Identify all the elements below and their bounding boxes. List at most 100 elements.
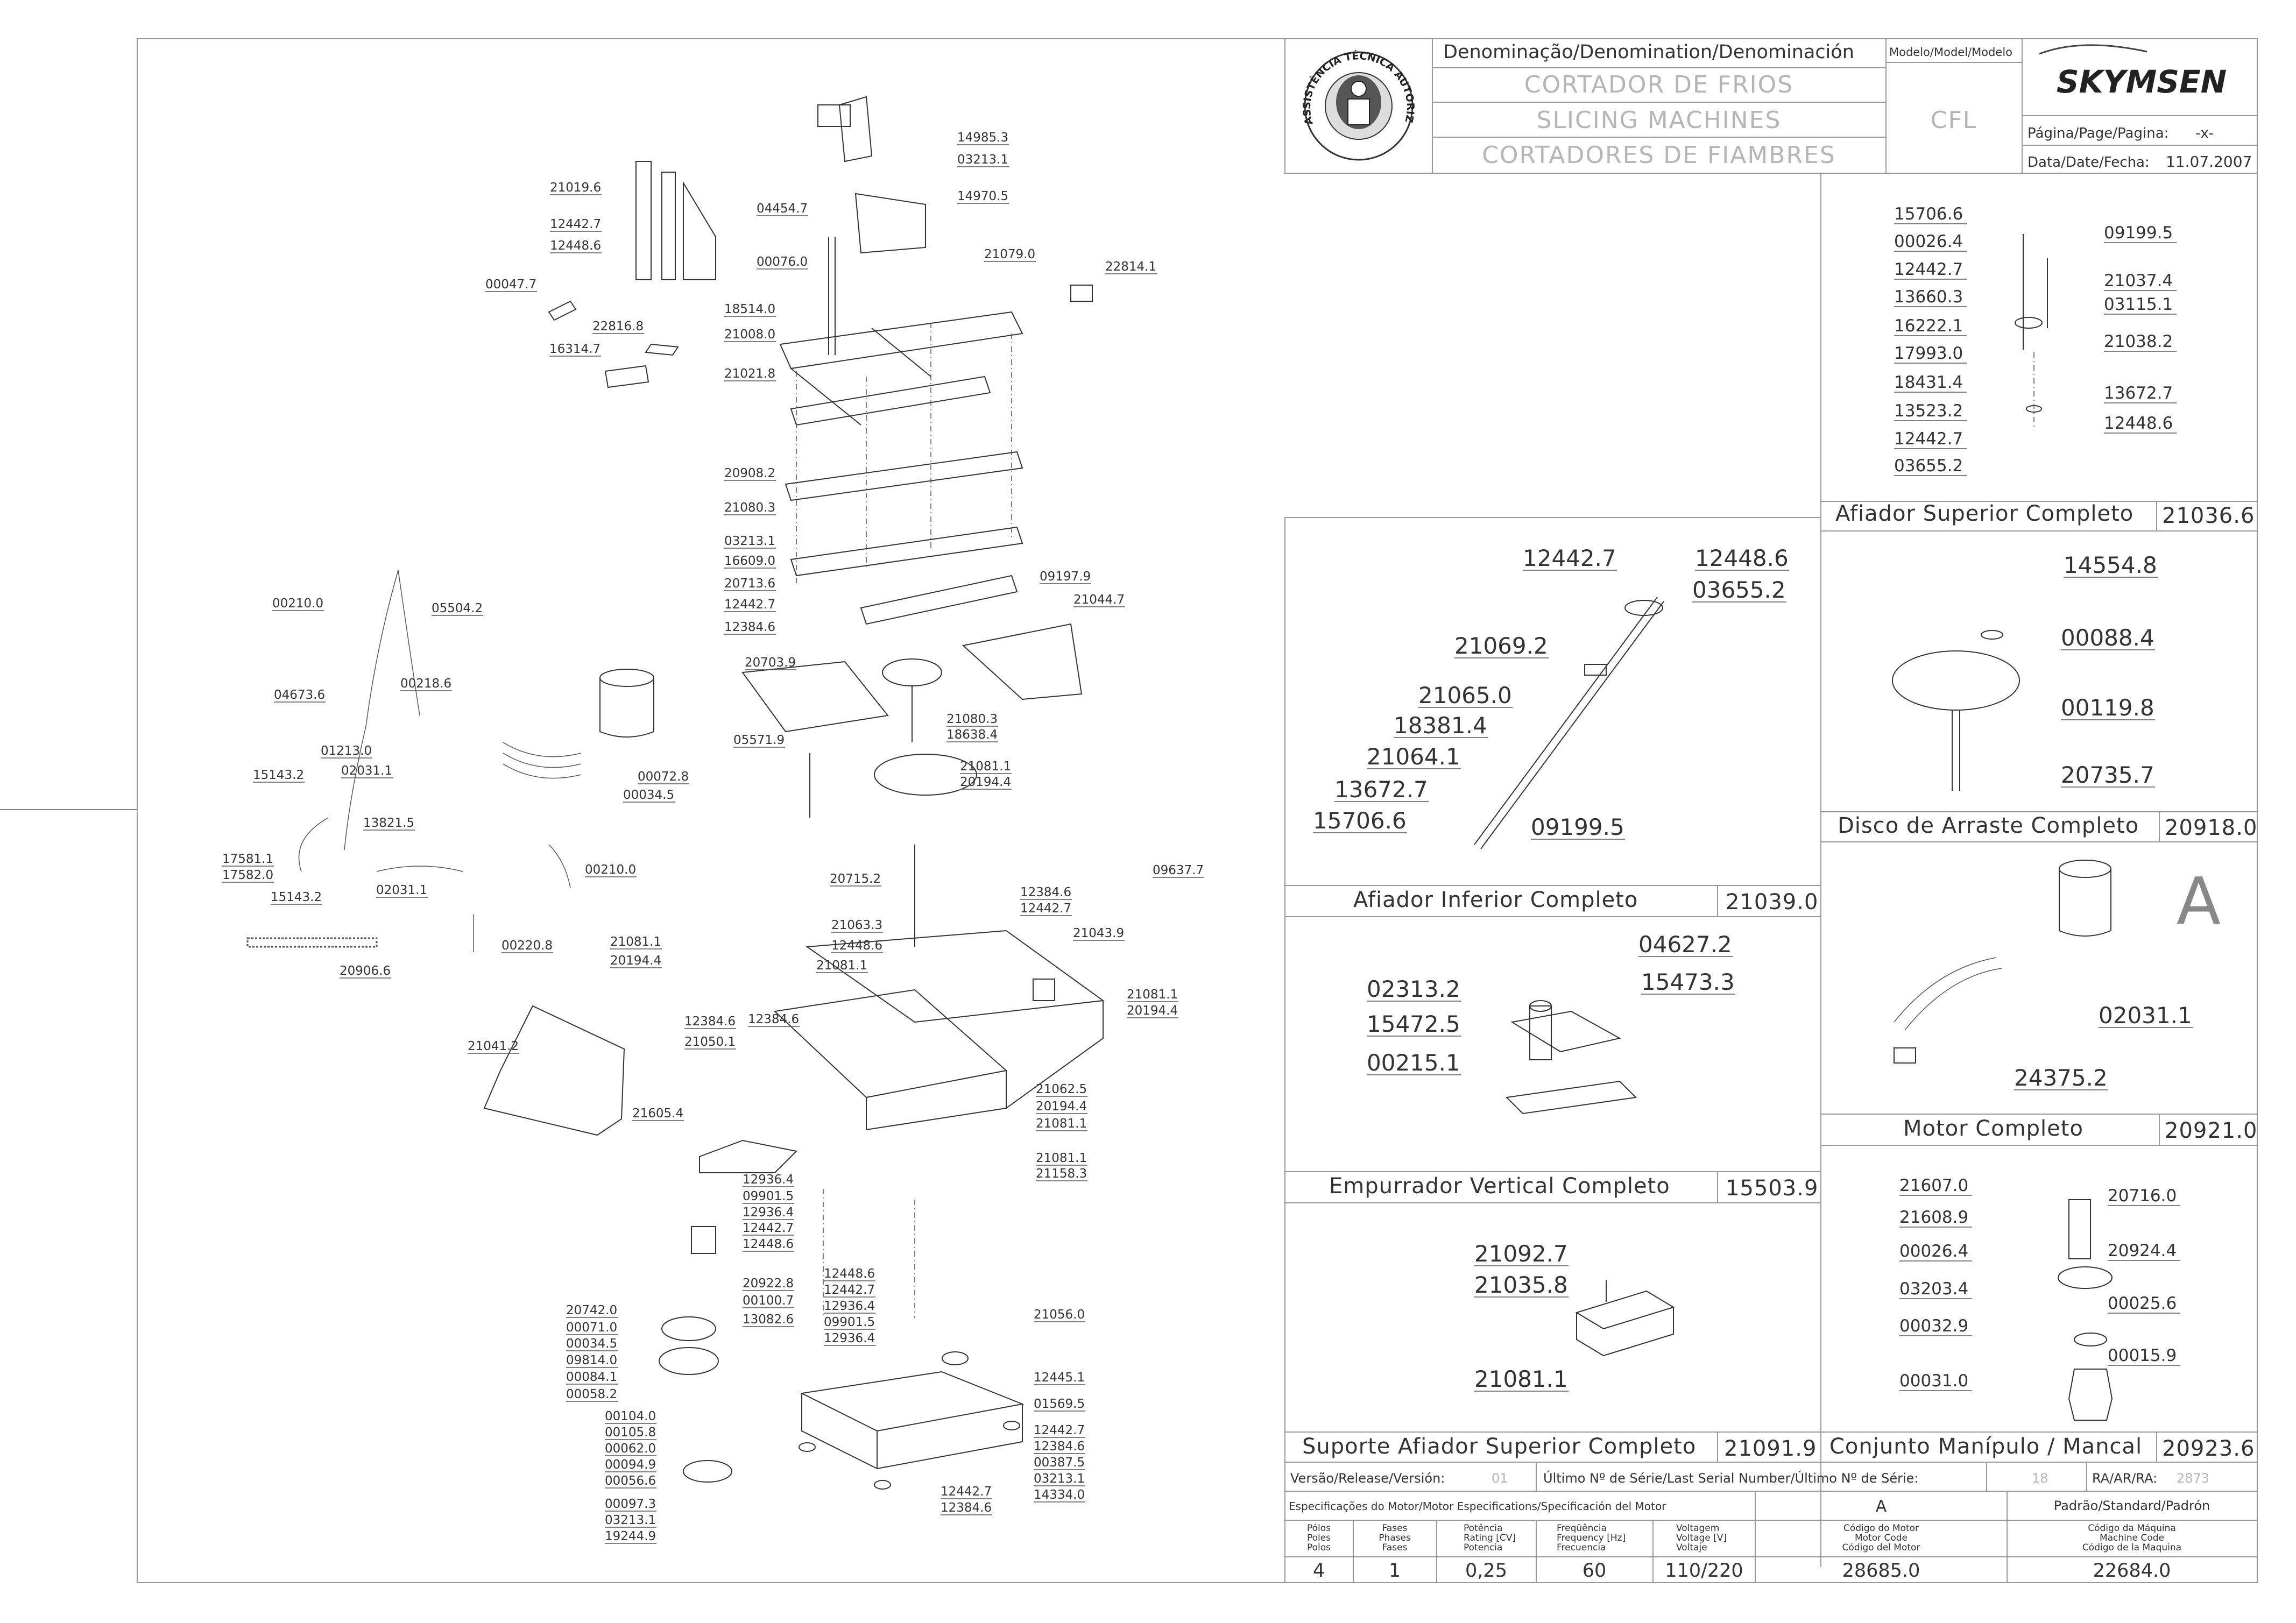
disco-drawing bbox=[1892, 630, 2020, 791]
part-label: 21043.9 bbox=[1073, 926, 1124, 940]
part-label: 12448.6 bbox=[550, 239, 601, 253]
hdr-poles-pt: Pólos bbox=[1307, 1523, 1331, 1534]
title-block: Denominação/Denomination/Denominación Mo… bbox=[0, 0, 2258, 174]
part-label: 00220.8 bbox=[501, 939, 553, 953]
conjunto-code: 20923.6 bbox=[2162, 1436, 2255, 1461]
part-label: 21050.1 bbox=[684, 1035, 736, 1049]
hdr-poles-en: Poles bbox=[1307, 1533, 1331, 1543]
panel-part-label: 13672.7 bbox=[1334, 776, 1428, 803]
part-label: 15143.2 bbox=[271, 890, 322, 904]
panel-part-label: 21035.8 bbox=[1474, 1272, 1568, 1298]
part-label: 00056.6 bbox=[605, 1474, 656, 1488]
date-value: 11.07.2007 bbox=[2166, 153, 2252, 171]
part-label: 21041.2 bbox=[468, 1039, 519, 1053]
suporte-code: 21091.9 bbox=[1724, 1436, 1817, 1461]
part-label: 21062.5 bbox=[1036, 1082, 1087, 1096]
part-label: 17582.0 bbox=[222, 868, 273, 882]
right-grid bbox=[1284, 173, 2258, 1583]
motor-drawing: A bbox=[1894, 860, 2221, 1064]
empurrador-drawing bbox=[1505, 1000, 1637, 1115]
hdr-rating-es: Potencia bbox=[1464, 1542, 1502, 1553]
motor-code: 20921.0 bbox=[2165, 1118, 2257, 1143]
seal-text: ASSISTÊNCIA TÉCNICA AUTORIZADA bbox=[0, 0, 1416, 126]
part-label: 21021.8 bbox=[724, 367, 775, 381]
part-label: 20908.2 bbox=[724, 466, 775, 480]
hdr-poles-es: Polos bbox=[1307, 1542, 1331, 1553]
part-label: 00058.2 bbox=[566, 1387, 617, 1401]
version-label: Versão/Release/Versión: bbox=[1290, 1471, 1445, 1486]
part-label: 05571.9 bbox=[733, 733, 785, 747]
part-label: 20194.4 bbox=[610, 954, 661, 968]
panel-part-label: 00026.4 bbox=[1894, 232, 1963, 251]
part-label: 20194.4 bbox=[1127, 1004, 1178, 1018]
part-label: 09901.5 bbox=[743, 1189, 794, 1203]
name-en: SLICING MACHINES bbox=[1537, 107, 1782, 134]
panel-part-label: 13672.7 bbox=[2104, 384, 2173, 403]
part-label: 12442.7 bbox=[1020, 902, 1071, 916]
part-label: 21056.0 bbox=[1034, 1308, 1085, 1322]
panel-part-label: 00215.1 bbox=[1367, 1050, 1460, 1076]
part-label: 12442.7 bbox=[550, 217, 601, 231]
serial-label: Último Nº de Série/Last Serial Number/Úl… bbox=[1543, 1470, 1918, 1486]
model-value: CFL bbox=[1931, 107, 1977, 134]
panel-part-label: 13660.3 bbox=[1894, 287, 1963, 307]
part-label: 12448.6 bbox=[743, 1237, 794, 1251]
part-label: 05504.2 bbox=[432, 601, 483, 615]
panel-part-label: 24375.2 bbox=[2014, 1065, 2108, 1091]
part-label: 12936.4 bbox=[824, 1299, 875, 1313]
part-label: 21081.1 bbox=[816, 959, 867, 973]
part-label: 21080.3 bbox=[724, 501, 775, 515]
part-label: 00218.6 bbox=[400, 677, 451, 691]
afiador-superior-drawing bbox=[2015, 234, 2048, 430]
part-label: 12384.6 bbox=[748, 1012, 799, 1026]
motor-letter: A bbox=[2177, 864, 2221, 939]
part-label: 00210.0 bbox=[585, 863, 636, 877]
part-label: 14985.3 bbox=[957, 131, 1008, 145]
motor-col-label: A bbox=[1876, 1497, 1887, 1516]
part-label: 02031.1 bbox=[376, 883, 427, 897]
disco-title: Disco de Arraste Completo bbox=[1838, 813, 2139, 838]
hdr-rating-en: Rating [CV] bbox=[1464, 1533, 1516, 1543]
name-es: CORTADORES DE FIAMBRES bbox=[1482, 141, 1836, 169]
part-label: 21605.4 bbox=[632, 1107, 683, 1121]
panel-part-label: 20716.0 bbox=[2108, 1186, 2177, 1206]
part-label: 18514.0 bbox=[724, 302, 775, 316]
svg-text:ASSISTÊNCIA TÉCNICA AUTORIZADA: ASSISTÊNCIA TÉCNICA AUTORIZADA bbox=[0, 0, 1416, 126]
part-label: 13082.6 bbox=[743, 1313, 794, 1327]
panel-part-label: 03655.2 bbox=[1894, 456, 1963, 476]
part-label: 12442.7 bbox=[743, 1221, 794, 1235]
panel-part-label: 02031.1 bbox=[2099, 1002, 2192, 1029]
panel-part-label: 21037.4 bbox=[2104, 271, 2173, 290]
part-label: 20703.9 bbox=[745, 656, 796, 670]
panel-part-label: 15706.6 bbox=[1894, 204, 1963, 224]
panel-part-label: 21065.0 bbox=[1418, 682, 1512, 708]
std-col-label: Padrão/Standard/Padrón bbox=[2054, 1498, 2210, 1513]
part-label: 16314.7 bbox=[549, 342, 601, 356]
part-label: 00100.7 bbox=[743, 1294, 794, 1308]
motor-title: Motor Completo bbox=[1903, 1116, 2083, 1141]
hdr-rating-pt: Potência bbox=[1464, 1523, 1502, 1534]
part-label: 20906.6 bbox=[340, 964, 391, 978]
panel-part-label: 00119.8 bbox=[2061, 694, 2154, 721]
hdr-motor-code-en: Motor Code bbox=[1855, 1533, 1908, 1543]
part-label: 20194.4 bbox=[960, 775, 1011, 789]
hdr-voltage-pt: Voltagem bbox=[1676, 1523, 1719, 1534]
brand-logo: SKYMSEN bbox=[2039, 44, 2227, 100]
part-label: 00210.0 bbox=[272, 597, 323, 611]
panel-part-label: 03655.2 bbox=[1692, 577, 1786, 603]
part-label: 21080.3 bbox=[946, 712, 998, 726]
panel-part-label: 17993.0 bbox=[1894, 344, 1963, 363]
val-voltage: 110/220 bbox=[1665, 1560, 1743, 1582]
afiador-inferior-drawing bbox=[1474, 597, 1664, 849]
main-part-labels: 21019.612442.712448.600047.722816.816314… bbox=[222, 131, 1204, 1544]
panel-part-label: 20924.4 bbox=[2108, 1241, 2177, 1260]
part-label: 20713.6 bbox=[724, 577, 775, 591]
suporte-drawing bbox=[1575, 1280, 1675, 1357]
panel-part-label: 12442.7 bbox=[1894, 260, 1963, 279]
part-label: 21081.1 bbox=[1036, 1117, 1087, 1131]
model-label: Modelo/Model/Modelo bbox=[1889, 46, 2012, 59]
hdr-voltage-en: Voltage [V] bbox=[1676, 1533, 1727, 1543]
val-poles: 4 bbox=[1313, 1560, 1325, 1582]
panel-part-labels: 15706.600026.412442.713660.316222.117993… bbox=[1313, 204, 2193, 1392]
part-label: 00034.5 bbox=[566, 1337, 617, 1351]
